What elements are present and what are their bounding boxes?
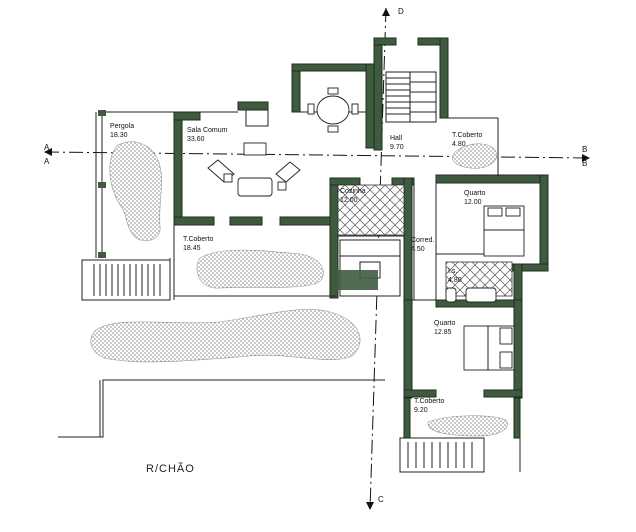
axis-label-d: D: [398, 7, 404, 16]
room-area-is: 4.80: [448, 277, 462, 284]
exterior-walls: [173, 37, 549, 439]
axis-label-a-top: A: [44, 143, 50, 152]
room-name-quarto-2: Quarto: [434, 320, 456, 327]
axis-label-b-bottom: B: [582, 159, 587, 168]
terrace-hatch-bottom: [90, 309, 361, 363]
room-area-pergola: 18.30: [110, 132, 128, 139]
kitchen-tile-floor: [337, 184, 405, 236]
axis-label-a-bottom: A: [44, 157, 50, 166]
dining-table: [307, 87, 359, 133]
room-area-tcoberto-3: 9.20: [414, 407, 428, 414]
room-area-corred: 4.50: [411, 246, 425, 253]
room-area-cozinha: 12.00: [340, 197, 358, 204]
room-name-hall: Hall: [390, 135, 403, 142]
bed-quarto-1: [483, 205, 525, 257]
room-labels: Pergola 18.30 Sala Comum 33.60 Hall 9.70…: [110, 123, 486, 414]
interior-walls: [173, 109, 520, 301]
staircase: [385, 71, 437, 123]
pergola-structure: [95, 110, 176, 258]
kitchen-counter: [336, 239, 401, 297]
room-name-tcoberto-1: T.Coberto: [452, 132, 482, 139]
entrance-steps-right: [399, 437, 521, 473]
room-area-quarto-2: 12.85: [434, 329, 452, 336]
terrace-hatch-tcoberto: [196, 249, 324, 289]
living-room-furniture: [207, 142, 301, 197]
room-area-tcoberto-2: 18.45: [183, 245, 201, 252]
room-name-sala: Sala Comum: [187, 127, 228, 134]
room-name-cozinha: Cozinha: [340, 188, 366, 195]
toilet: [445, 287, 457, 303]
room-area-quarto-1: 12.00: [464, 199, 482, 206]
room-name-tcoberto-3: T.Coberto: [414, 398, 444, 405]
room-name-tcoberto-2: T.Coberto: [183, 236, 213, 243]
hatch-tcoberto-bottom: [427, 415, 508, 437]
entrance-steps-left: [81, 258, 171, 301]
hatch-tcoberto-small: [452, 143, 497, 169]
room-area-sala: 33.60: [187, 136, 205, 143]
room-area-tcoberto-1: 4.80: [452, 141, 466, 148]
floor-level-label: R/CHÃO: [146, 462, 195, 475]
site-boundary: [58, 379, 385, 438]
garden-area-left: [109, 141, 162, 242]
room-name-pergola: Pergola: [110, 123, 134, 130]
bathtub: [465, 287, 497, 303]
bed-quarto-2: [463, 325, 515, 371]
room-name-is: I.s.: [448, 268, 457, 275]
room-name-corred: Corred.: [411, 237, 434, 244]
axis-label-c: C: [378, 495, 384, 504]
axis-label-b-top: B: [582, 145, 587, 154]
room-area-hall: 9.70: [390, 144, 404, 151]
room-name-quarto-1: Quarto: [464, 190, 486, 197]
